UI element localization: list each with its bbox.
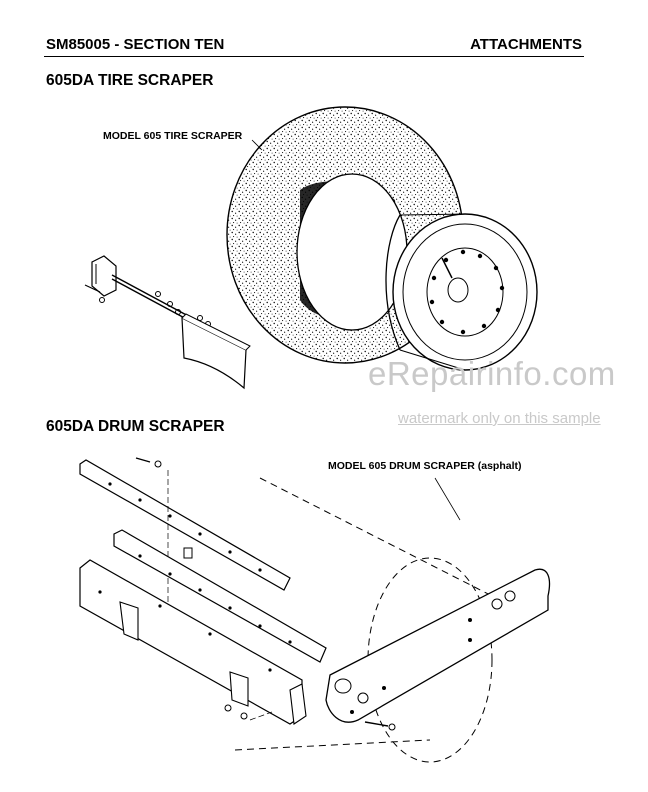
tire-scraper-caption: MODEL 605 TIRE SCRAPER bbox=[103, 130, 243, 142]
wheel-rim bbox=[385, 213, 538, 371]
drum-mount-bracket bbox=[79, 559, 307, 725]
drum-top-blade bbox=[79, 459, 291, 591]
watermark-main: eRepairinfo.com bbox=[368, 355, 616, 392]
tire-scraper-assembly bbox=[84, 255, 251, 390]
drum-illustration bbox=[79, 457, 551, 763]
tire-scraper-heading: 605DA TIRE SCRAPER bbox=[46, 72, 214, 89]
tire-bore bbox=[296, 173, 408, 331]
drum-side-plate bbox=[325, 568, 551, 731]
drum-middle-blade bbox=[113, 529, 327, 663]
tire-illustration bbox=[84, 106, 538, 390]
watermark-sub: watermark only on this sample bbox=[398, 410, 601, 427]
header-rule bbox=[44, 56, 584, 57]
document-chapter-label: ATTACHMENTS bbox=[470, 36, 582, 53]
drum-scraper-heading: 605DA DRUM SCRAPER bbox=[46, 418, 225, 435]
drum-outline bbox=[367, 557, 493, 763]
document-section-label: SM85005 - SECTION TEN bbox=[46, 36, 225, 53]
drum-scraper-caption: MODEL 605 DRUM SCRAPER (asphalt) bbox=[328, 460, 522, 472]
